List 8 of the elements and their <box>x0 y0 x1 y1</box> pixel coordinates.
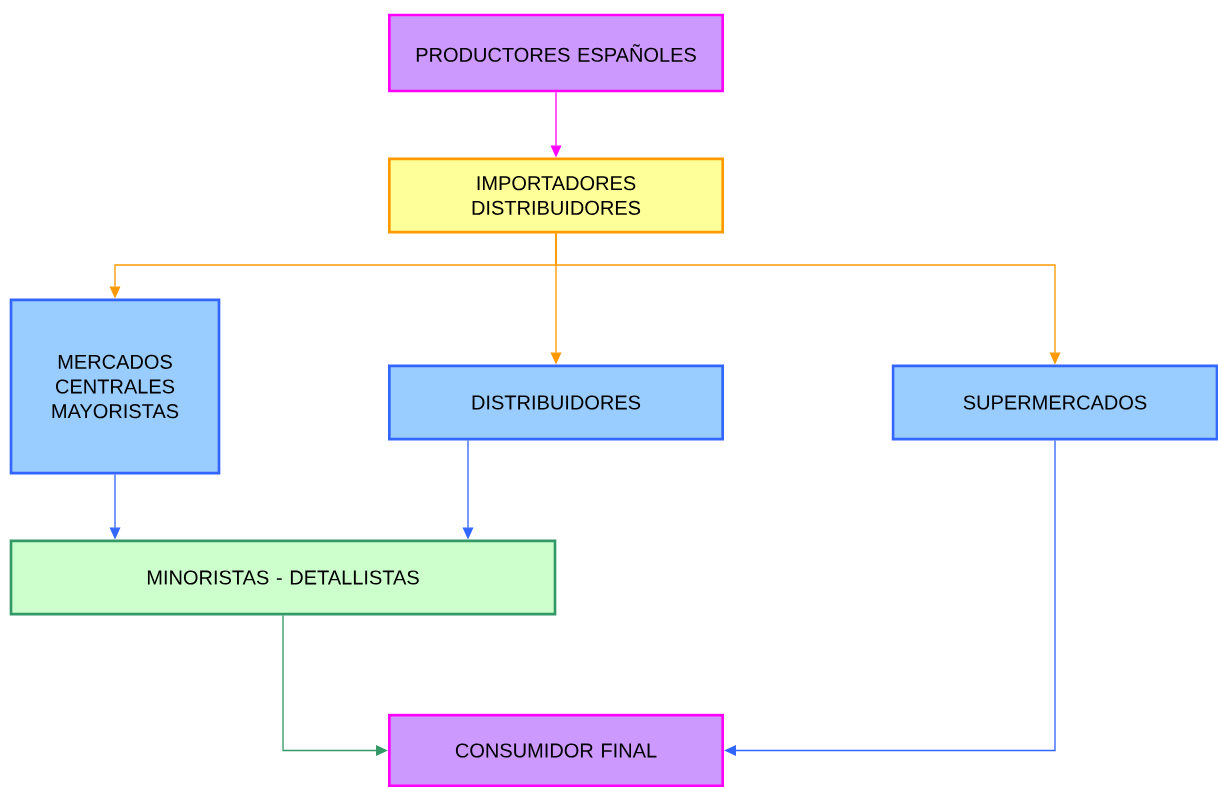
process-box: CONSUMIDOR FINAL <box>388 713 724 787</box>
arrow <box>282 614 388 756</box>
process-box: IMPORTADORES DISTRIBUIDORES <box>388 157 724 234</box>
process-box: MINORISTAS - DETALLISTAS <box>9 539 557 616</box>
process-box: MERCADOS CENTRALES MAYORISTAS <box>9 298 221 475</box>
process-box: PRODUCTORES ESPAÑOLES <box>388 13 724 93</box>
process-box: DISTRIBUIDORES <box>388 364 724 441</box>
process-box: SUPERMERCADOS <box>891 364 1218 441</box>
